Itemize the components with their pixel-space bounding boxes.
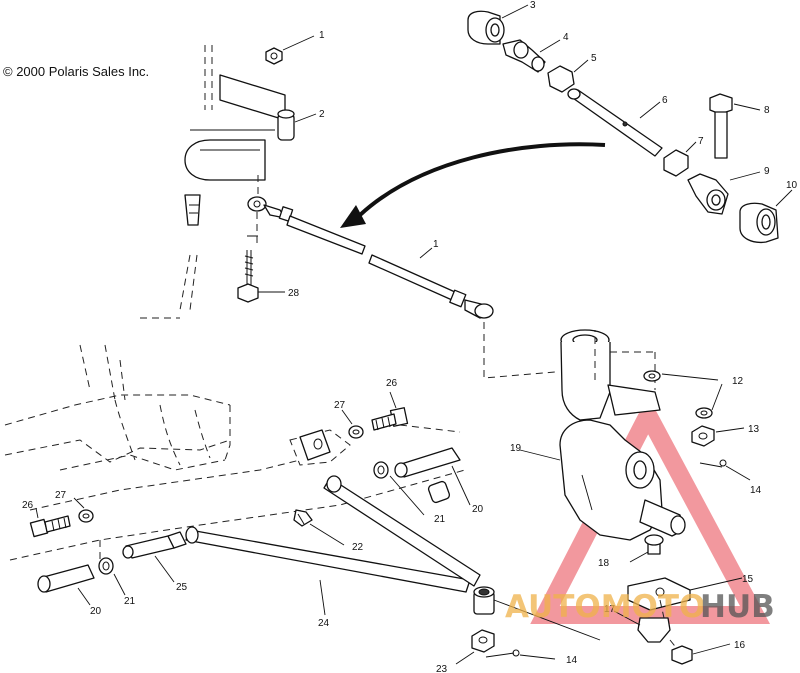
callout-18: 18	[598, 558, 610, 569]
copyright-notice: © 2000 Polaris Sales Inc.	[3, 64, 150, 79]
steering-post	[140, 45, 286, 319]
callout-21a: 21	[434, 514, 446, 525]
watermark-text-automoto: AUTOMOTO	[505, 589, 705, 625]
callout-23: 23	[436, 664, 448, 673]
callout-20a: 20	[472, 504, 484, 515]
a-arm-24	[185, 475, 481, 616]
callout-25: 25	[176, 582, 188, 593]
watermark-wordmark: AUTOMOTO HUB	[505, 589, 775, 625]
callout-5: 5	[591, 53, 597, 64]
callout-19: 19	[510, 443, 522, 454]
callout-12: 12	[732, 376, 744, 387]
callout-2: 2	[319, 109, 325, 120]
callout-17: 17	[604, 604, 616, 615]
callout-16: 16	[734, 640, 746, 651]
ball-joint-parts	[613, 534, 743, 665]
callout-20b: 20	[90, 606, 102, 617]
callout-1b: 1	[433, 239, 439, 250]
frame-section	[4, 344, 466, 561]
part-bushing-25	[122, 531, 187, 583]
part-bolt-26a	[371, 391, 409, 431]
part-bushing-20b	[37, 564, 95, 606]
callout-4: 4	[563, 32, 569, 43]
watermark-text-hub: HUB	[700, 589, 775, 625]
spindle-knuckle-19	[519, 329, 686, 541]
part-nut-23	[455, 629, 495, 665]
callout-6: 6	[662, 95, 668, 106]
callout-21b: 21	[124, 596, 136, 607]
part-bolt-26b	[29, 507, 71, 538]
callout-15: 15	[742, 574, 754, 585]
part-washer-21a	[373, 461, 425, 516]
part-nut-13	[691, 425, 745, 447]
part-cotter-pin-14a	[699, 459, 751, 481]
part-washer-21b	[98, 557, 126, 596]
callout-26a: 26	[386, 378, 398, 389]
callout-27b: 27	[55, 490, 67, 501]
callout-14a: 14	[750, 485, 762, 496]
callout-9: 9	[764, 166, 770, 177]
callout-3: 3	[530, 0, 536, 11]
callout-28: 28	[288, 288, 300, 299]
callout-10: 10	[786, 180, 798, 191]
callout-22: 22	[352, 542, 364, 553]
callout-13: 13	[748, 424, 760, 435]
part-washer-27a	[341, 409, 364, 439]
part-bolt-28	[237, 250, 285, 303]
callout-26b: 26	[22, 500, 34, 511]
callout-14b: 14	[566, 655, 578, 666]
direction-arrow	[340, 142, 606, 228]
part-bushing-20a	[394, 447, 471, 506]
callout-labels: 1 2 3 4 5 6 7 8 9 10 1 28 12 13 14 19 26…	[22, 0, 798, 673]
rod-end-parts	[467, 4, 793, 244]
frame-bracket	[299, 429, 331, 461]
part-bushing-2	[277, 109, 317, 141]
part-cotter-pin-14b	[485, 649, 556, 660]
callout-24: 24	[318, 618, 330, 629]
callout-27a: 27	[334, 400, 346, 411]
callout-8: 8	[764, 105, 770, 116]
tie-rod-assembly	[247, 196, 556, 379]
part-ball-joint-cap	[473, 586, 601, 641]
callout-7: 7	[698, 136, 704, 147]
part-washer-27b	[73, 497, 94, 523]
part-grease-fitting-22	[293, 509, 345, 546]
part-nut-1	[265, 35, 315, 65]
part-washers-12	[643, 370, 723, 419]
callout-1: 1	[319, 30, 325, 41]
